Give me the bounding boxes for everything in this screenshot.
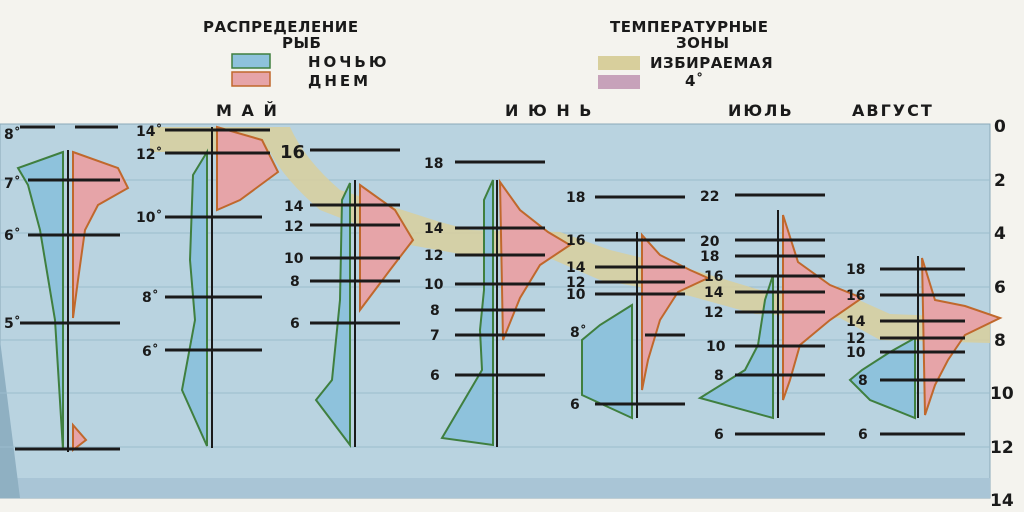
profile-7: 18 16 14 12 10 8 6 [846,256,1003,443]
legend-day-label: ДНЕМ [308,72,371,90]
legend-fish-title: РАСПРЕДЕЛЕНИЕ [203,18,359,36]
depth-axis-tick: 6 [994,278,1006,298]
temp-label: 12 [566,275,585,291]
month-label-may: М А Й [216,101,279,120]
temp-label: 14 [284,199,304,215]
legend-swatch-night [231,53,271,69]
temp-label: 8˚ [4,126,21,143]
temp-label: 8˚ [142,289,159,306]
temp-label: 6 [714,427,724,443]
temp-label: 12 [846,331,865,347]
depth-axis-tick: 0 [994,117,1006,137]
temp-label: 18 [424,156,443,172]
legend-swatch-day [231,71,271,87]
profile-4: 18 14 12 10 8 7 6 [424,156,572,447]
temp-label: 7 [430,328,440,344]
night-distribution-4 [440,179,494,447]
day-distribution-6 [782,214,865,401]
temp-label: 10 [706,339,726,355]
temp-label: 12˚ [136,146,162,163]
month-label-june: И Ю Н Ь [505,101,593,120]
temp-label: 12 [704,305,723,321]
temp-label: 12 [424,248,443,264]
temp-label: 16 [280,142,305,163]
legend: РАСПРЕДЕЛЕНИЕ РЫБ НОЧЬЮ ДНЕМ ТЕМПЕРАТУРН… [203,18,773,90]
profile-6: 22 20 18 16 14 12 10 8 6 [697,189,865,443]
temp-label: 6˚ [142,343,159,360]
night-distribution-3 [314,182,351,448]
depth-gridlines [0,179,990,448]
legend-preferred-label: ИЗБИРАЕМАЯ [650,54,773,72]
temp-label: 6 [858,427,868,443]
temp-label: 8 [430,303,440,319]
temp-label: 14 [846,314,866,330]
month-label-july: ИЮЛЬ [728,101,794,120]
depth-axis-tick: 10 [990,384,1014,404]
temp-label: 6 [430,368,440,384]
temp-label: 10 [424,277,444,293]
legend-swatch-preferred [598,56,640,70]
temp-label: 6 [570,397,580,413]
temp-label: 10 [284,251,304,267]
legend-swatch-four [598,75,640,89]
temp-label: 8 [858,373,868,389]
temp-label: 18 [566,190,585,206]
left-shore [0,340,20,498]
temp-label: 8 [714,368,724,384]
legend-four-label: 4˚ [685,72,704,90]
temp-label: 10 [566,287,586,303]
temp-label: 6 [290,316,300,332]
temp-label: 20 [700,234,720,250]
legend-fish-title: РЫБ [282,34,321,52]
depth-axis-tick: 2 [994,171,1006,191]
temp-label: 5˚ [4,315,21,332]
temp-label: 22 [700,189,719,205]
profile-5: 18 16 14 12 10 8˚ 6 [566,190,711,420]
depth-axis-tick: 8 [994,331,1006,351]
temp-label: 14 [704,285,724,301]
day-distribution-5 [641,232,711,391]
depth-axis-tick: 4 [994,224,1006,244]
month-label-august: АВГУСТ [852,101,934,120]
temp-label: 16 [566,233,585,249]
profile-3: 16 14 12 10 8 6 [280,142,415,448]
profile-1: 8˚ 7˚ 6˚ 5˚ [4,125,130,453]
temp-label: 6˚ [4,227,21,244]
temp-label: 14 [566,260,586,276]
temp-label: 16 [846,288,865,304]
day-distribution-3 [359,183,415,313]
temp-label: 8 [290,274,300,290]
night-distribution-2 [180,148,208,447]
temp-label: 18 [700,249,719,265]
temp-label: 12 [284,219,303,235]
day-distribution-2 [216,125,280,212]
legend-temp-title: ЗОНЫ [676,34,730,52]
depth-axis: 0 2 4 6 8 10 12 14 [990,117,1014,511]
temp-label: 18 [846,262,865,278]
depth-axis-tick: 14 [990,491,1014,511]
depth-axis-tick: 12 [990,438,1014,458]
temp-label: 10˚ [136,209,162,226]
temp-label: 16 [704,269,723,285]
bottom-sediment [0,478,990,498]
day-distribution-1 [72,150,130,319]
night-distribution-6 [697,274,774,420]
day-distribution-1b [72,422,88,453]
temp-label: 8˚ [570,324,587,341]
legend-night-label: НОЧЬЮ [308,53,389,71]
profile-2: 14˚ 12˚ 10˚ 8˚ 6˚ [136,123,280,448]
month-labels: М А Й И Ю Н Ь ИЮЛЬ АВГУСТ [216,101,934,120]
temp-label: 14˚ [136,123,162,140]
temp-label: 10 [846,345,866,361]
temp-label: 14 [424,221,444,237]
legend-temp-title: ТЕМПЕРАТУРНЫЕ [610,18,768,36]
night-distribution-5 [581,303,633,420]
day-distribution-4 [498,178,572,341]
temp-label: 7˚ [4,175,21,192]
